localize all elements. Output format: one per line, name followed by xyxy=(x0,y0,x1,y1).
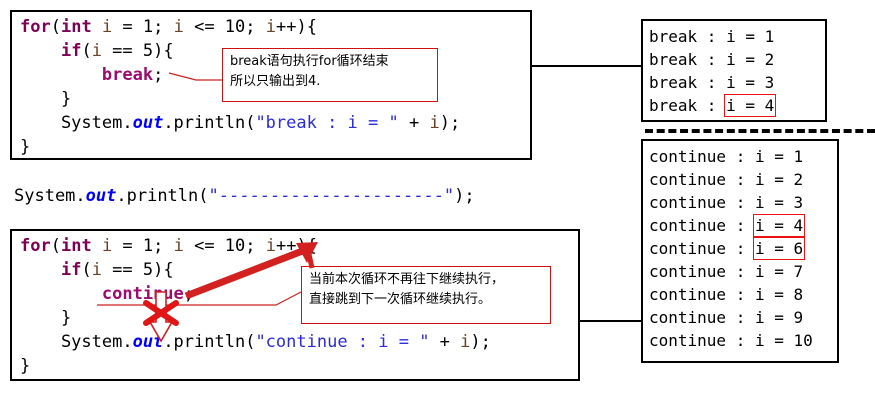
output-panel-continue: continue : i = 1 continue : i = 2 contin… xyxy=(641,139,839,363)
output-line-value-highlighted: i = 6 xyxy=(752,237,806,260)
code-block-break: for(int i = 1; i <= 10; i++){ if(i == 5)… xyxy=(10,10,532,160)
dashed-horizontal-divider xyxy=(645,129,875,133)
output-line-value: i = 3 xyxy=(754,193,804,212)
output-line-value-highlighted: i = 4 xyxy=(752,214,806,237)
annotation-break-line-2: 所以只输出到4. xyxy=(230,74,321,89)
code-line: } xyxy=(20,308,72,328)
output-line-value: i = 3 xyxy=(726,73,775,92)
code-line: if(i == 5){ xyxy=(60,41,174,61)
output-line-prefix: break : xyxy=(649,73,727,92)
output-line: break : i = 1 xyxy=(649,25,825,48)
output-line-value: i = 7 xyxy=(754,262,804,281)
annotation-break-line-1: break语句执行for循环结束 xyxy=(230,54,389,69)
annotation-continue-line-1: 当前本次循环不再往下继续执行， xyxy=(309,272,505,287)
output-line: continue : i = 3 xyxy=(649,191,837,214)
code-line: } xyxy=(20,137,31,157)
output-line-value: i = 1 xyxy=(754,147,804,166)
output-line-prefix: break : xyxy=(649,27,727,46)
output-line: continue : i = 8 xyxy=(649,283,837,306)
output-line-prefix: continue : xyxy=(649,308,755,327)
output-line-prefix: continue : xyxy=(649,331,755,350)
code-line: if(i == 5){ xyxy=(60,260,174,280)
break-code-to-break-output-connector xyxy=(531,65,641,67)
output-line-value: i = 8 xyxy=(754,285,804,304)
output-line: continue : i = 2 xyxy=(649,168,837,191)
output-line: break : i = 2 xyxy=(649,48,825,71)
code-line: } xyxy=(20,89,72,109)
output-line: continue : i = 9 xyxy=(649,306,837,329)
output-line-value: i = 1 xyxy=(726,27,775,46)
code-line-continue-statement: continue; xyxy=(101,284,195,304)
output-line-value: i = 9 xyxy=(754,308,804,327)
output-line-prefix: continue : xyxy=(649,193,755,212)
output-line: continue : i = 1 xyxy=(649,145,837,168)
output-line: break : i = 3 xyxy=(649,71,825,94)
code-line: System.out.println("break : i = " + i); xyxy=(20,113,461,133)
code-line: for(int i = 1; i <= 10; i++){ xyxy=(20,17,317,37)
output-line-prefix: break : xyxy=(649,50,727,69)
code-line: for(int i = 1; i <= 10; i++){ xyxy=(20,236,317,256)
output-line-value-highlighted: i = 4 xyxy=(724,94,777,117)
continue-code-to-continue-output-connector xyxy=(579,320,641,322)
output-line-prefix: continue : xyxy=(649,239,755,258)
output-line: continue : i = 6 xyxy=(649,237,837,260)
output-line-value: i = 2 xyxy=(754,170,804,189)
output-line-prefix: break : xyxy=(649,96,727,115)
annotation-continue-line-2: 直接跳到下一次循环继续执行。 xyxy=(309,292,492,307)
annotation-break-callout: break语句执行for循环结束 所以只输出到4. xyxy=(222,48,438,102)
output-line-prefix: continue : xyxy=(649,147,755,166)
output-line-value: i = 10 xyxy=(754,331,813,350)
output-line: continue : i = 10 xyxy=(649,329,837,352)
output-line-prefix: continue : xyxy=(649,216,755,235)
output-line-prefix: continue : xyxy=(649,170,755,189)
output-line-prefix: continue : xyxy=(649,262,755,281)
code-line-break-statement: break; xyxy=(101,65,164,85)
code-line: System.out.println("continue : i = " + i… xyxy=(20,332,491,352)
separator-println-line: System.out.println("--------------------… xyxy=(14,186,475,206)
output-line-value: i = 2 xyxy=(726,50,775,69)
output-line-prefix: continue : xyxy=(649,285,755,304)
output-panel-break: break : i = 1 break : i = 2 break : i = … xyxy=(641,19,827,122)
code-line: } xyxy=(20,356,31,376)
output-line: continue : i = 7 xyxy=(649,260,837,283)
annotation-continue-callout: 当前本次循环不再往下继续执行， 直接跳到下一次循环继续执行。 xyxy=(301,266,551,324)
output-line: continue : i = 4 xyxy=(649,214,837,237)
output-line: break : i = 4 xyxy=(649,94,825,117)
